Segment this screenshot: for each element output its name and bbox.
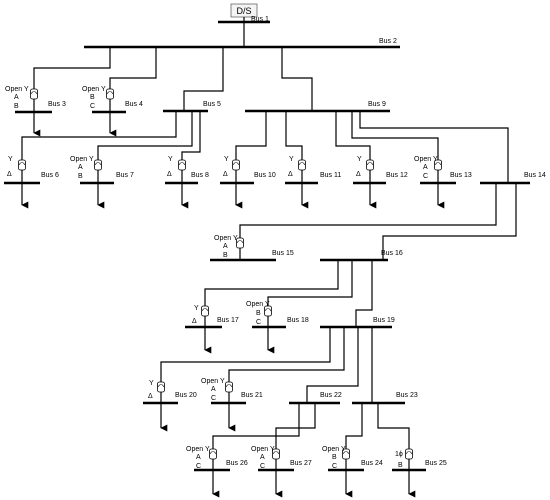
transformer-bus-4[interactable] [106, 88, 114, 100]
transformer-bus-3-phase-1: A [14, 94, 19, 101]
transformer-bus-12[interactable] [366, 159, 374, 171]
transformer-bus-13-phase-2: C [423, 173, 428, 180]
transformer-bus-6-conn: Y [8, 156, 13, 163]
transformer-bus-6[interactable] [18, 159, 26, 171]
bus-21-label: Bus 21 [241, 392, 263, 399]
transformer-bus-24[interactable] [342, 448, 350, 460]
transformer-bus-8-phase-2: Δ [167, 171, 172, 178]
transformer-bus-4-phase-2: C [90, 103, 95, 110]
bus-12-label: Bus 12 [386, 172, 408, 179]
transformer-bus-11-conn: Y [289, 156, 294, 163]
transformer-bus-18-phase-1: B [256, 310, 261, 317]
transformer-bus-21-phase-2: C [211, 395, 216, 402]
bus-26-label: Bus 26 [226, 460, 248, 467]
bus-7-label: Bus 7 [116, 172, 134, 179]
transformer-bus-13-conn: Open Y [414, 156, 438, 163]
transformer-bus-21-conn: Open Y [201, 378, 225, 385]
transformer-bus-17-conn: Y [194, 305, 199, 312]
bus-24-label: Bus 24 [361, 460, 383, 467]
transformer-bus-7-phase-2: B [78, 173, 83, 180]
transformer-bus-10[interactable] [232, 159, 240, 171]
transformer-bus-27[interactable] [272, 448, 280, 460]
bus-2-label: Bus 2 [379, 38, 397, 45]
transformer-bus-26-phase-1: A [196, 454, 201, 461]
transformer-bus-17-phase-2: Δ [192, 318, 197, 325]
transformer-bus-8[interactable] [178, 159, 186, 171]
transformer-bus-27-phase-2: C [260, 463, 265, 470]
bus-15-label: Bus 15 [272, 250, 294, 257]
transformer-bus-3-conn: Open Y [5, 86, 29, 93]
bus-3-label: Bus 3 [48, 101, 66, 108]
transformer-bus-7[interactable] [94, 159, 102, 171]
transformer-bus-17[interactable] [201, 305, 209, 317]
bus-17-label: Bus 17 [217, 317, 239, 324]
transformer-bus-4-conn: Open Y [82, 86, 106, 93]
bus-1-label: Bus 1 [251, 16, 269, 23]
bus-20-label: Bus 20 [175, 392, 197, 399]
transformer-bus-26-phase-2: C [196, 463, 201, 470]
transformer-bus-18-phase-2: C [256, 319, 261, 326]
transformer-bus-10-phase-2: Δ [223, 171, 228, 178]
transformer-bus-4-phase-1: B [90, 94, 95, 101]
source-label: D/S [236, 6, 251, 16]
transformer-bus-26-conn: Open Y [186, 446, 210, 453]
transformer-bus-21[interactable] [225, 381, 233, 393]
bus-14-label: Bus 14 [524, 172, 546, 179]
bus-19-label: Bus 19 [373, 317, 395, 324]
transformer-bus-15[interactable] [236, 237, 244, 249]
transformer-bus-3-phase-2: B [14, 103, 19, 110]
bus-11-label: Bus 11 [320, 172, 341, 179]
source-node[interactable]: D/S [230, 3, 258, 18]
bus-6-label: Bus 6 [41, 172, 59, 179]
transformer-bus-18[interactable] [264, 305, 272, 317]
transformer-bus-15-phase-1: A [223, 243, 228, 250]
bus-8-label: Bus 8 [191, 172, 209, 179]
transformer-bus-26[interactable] [209, 448, 217, 460]
transformer-bus-13[interactable] [434, 159, 442, 171]
transformer-bus-27-phase-1: A [260, 454, 265, 461]
transformer-bus-12-conn: Y [357, 156, 362, 163]
transformer-bus-7-phase-1: A [78, 164, 83, 171]
bus-27-label: Bus 27 [290, 460, 312, 467]
transformer-bus-15-phase-2: B [223, 252, 228, 259]
transformer-bus-25[interactable] [405, 448, 413, 460]
transformer-bus-24-phase-1: B [332, 454, 337, 461]
transformer-bus-3[interactable] [30, 88, 38, 100]
bus-23-label: Bus 23 [396, 392, 418, 399]
transformer-bus-12-phase-2: Δ [356, 171, 361, 178]
bus-13-label: Bus 13 [450, 172, 472, 179]
bus-5-label: Bus 5 [203, 101, 221, 108]
bus-4-label: Bus 4 [125, 101, 143, 108]
transformer-bus-13-phase-1: A [423, 164, 428, 171]
transformer-bus-27-conn: Open Y [251, 446, 275, 453]
transformer-bus-7-conn: Open Y [70, 156, 94, 163]
bus-10-label: Bus 10 [254, 172, 276, 179]
transformer-bus-20-phase-2: Δ [148, 393, 153, 400]
transformer-bus-21-phase-1: A [211, 386, 216, 393]
transformer-bus-20-conn: Y [149, 380, 154, 387]
bus-9-label: Bus 9 [368, 101, 386, 108]
transformer-bus-18-conn: Open Y [246, 301, 270, 308]
transformer-bus-11-phase-2: Δ [288, 171, 293, 178]
bus-16-label: Bus 16 [381, 250, 403, 257]
transformer-bus-20[interactable] [157, 381, 165, 393]
transformer-bus-24-phase-2: C [332, 463, 337, 470]
transformer-bus-6-phase-2: Δ [7, 171, 12, 178]
transformer-bus-15-conn: Open Y [214, 235, 238, 242]
transformer-bus-25-phase-2: B [398, 462, 403, 469]
transformer-bus-24-conn: Open Y [322, 446, 346, 453]
transformer-bus-25-conn: 1ϕ [395, 451, 403, 458]
transformer-bus-11[interactable] [298, 159, 306, 171]
transformer-bus-10-conn: Y [224, 156, 229, 163]
transformer-bus-8-conn: Y [168, 156, 173, 163]
bus-18-label: Bus 18 [287, 317, 309, 324]
bus-25-label: Bus 25 [425, 460, 447, 467]
bus-22-label: Bus 22 [320, 392, 342, 399]
